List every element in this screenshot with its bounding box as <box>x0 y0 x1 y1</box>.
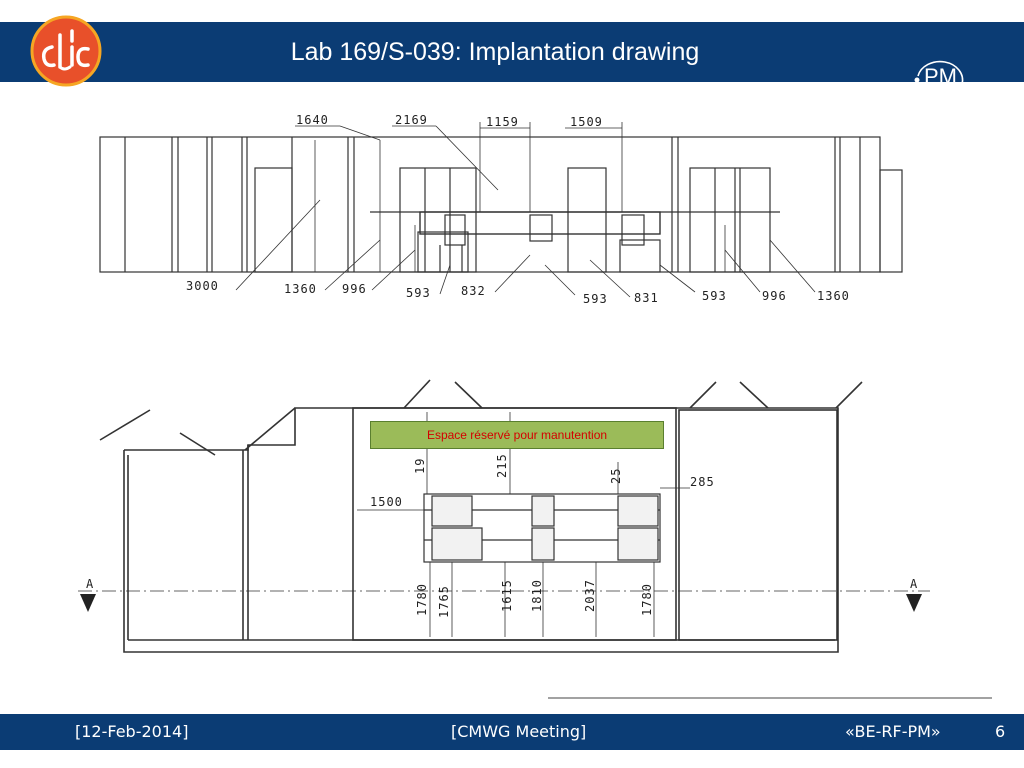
dim-3000: 3000 <box>186 279 219 293</box>
slide-header: Lab 169/S-039: Implantation drawing PM <box>0 22 1024 89</box>
dim-1500: 1500 <box>370 495 403 509</box>
slide-title: Lab 169/S-039: Implantation drawing <box>290 38 700 66</box>
dim-19: 19 <box>413 458 427 474</box>
dim-593-b: 593 <box>583 292 608 306</box>
dim-1360-right: 1360 <box>817 289 850 303</box>
dim-1765: 1765 <box>437 585 451 618</box>
dim-593-c: 593 <box>702 289 727 303</box>
dim-996-left: 996 <box>342 282 367 296</box>
dim-1360-left: 1360 <box>284 282 317 296</box>
dim-593-a: 593 <box>406 286 431 300</box>
dim-996-right: 996 <box>762 289 787 303</box>
footer-date: [12-Feb-2014] <box>75 722 189 741</box>
dim-1159: 1159 <box>486 115 519 129</box>
reserved-handling-area: Espace réservé pour manutention <box>370 421 664 449</box>
dim-285: 285 <box>690 475 715 489</box>
dim-1780-right: 1780 <box>640 583 654 616</box>
section-mark-right: A <box>910 577 918 591</box>
page-number: 6 <box>995 722 1006 741</box>
section-mark-left: A <box>86 577 94 591</box>
dim-1509: 1509 <box>570 115 603 129</box>
dim-1810: 1810 <box>530 579 544 612</box>
dim-832: 832 <box>461 284 486 298</box>
slide-footer: [12-Feb-2014] [CMWG Meeting] «BE-RF-PM» … <box>0 714 1024 750</box>
footer-group: «BE-RF-PM» <box>845 722 941 741</box>
dim-25: 25 <box>609 468 623 484</box>
implantation-drawing: 1640 2169 1159 1509 3000 1360 996 593 83… <box>0 82 1024 714</box>
dim-831: 831 <box>634 291 659 305</box>
dim-2037: 2037 <box>583 579 597 612</box>
footer-meeting: [CMWG Meeting] <box>451 722 587 741</box>
dim-215: 215 <box>495 453 509 478</box>
pm-logo: PM <box>908 54 974 98</box>
dim-1780-left: 1780 <box>415 583 429 616</box>
pm-logo-text: PM <box>924 64 957 89</box>
dim-2169: 2169 <box>395 113 428 127</box>
clic-logo <box>30 15 102 87</box>
dim-1640: 1640 <box>296 113 329 127</box>
dim-1615: 1615 <box>500 579 514 612</box>
